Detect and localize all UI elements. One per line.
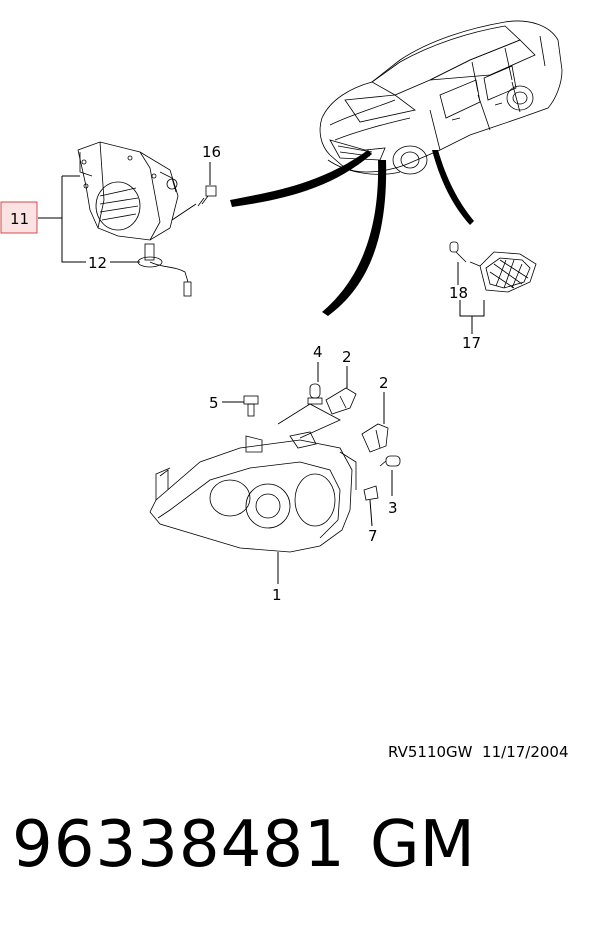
callout-11-highlight	[0, 201, 38, 234]
callout-2b[interactable]: 2	[379, 374, 389, 392]
screw-5-icon	[243, 395, 259, 417]
headlamp-socket-2b-icon	[361, 423, 389, 453]
callout-11[interactable]: 11	[10, 210, 29, 228]
clip-7-icon	[363, 485, 379, 501]
drawing-reference: RV5110GW 11/17/2004	[388, 743, 569, 761]
callout-5[interactable]: 5	[209, 394, 219, 412]
callout-2a[interactable]: 2	[342, 348, 352, 366]
callout-4[interactable]: 4	[313, 343, 323, 361]
callout-18[interactable]: 18	[449, 284, 468, 302]
car-illustration	[319, 20, 563, 175]
repeater-bulb-icon	[449, 241, 467, 263]
callout-12[interactable]: 12	[88, 254, 107, 272]
callout-17[interactable]: 17	[462, 334, 481, 352]
drawing-date: 11/17/2004	[482, 743, 569, 761]
callout-1[interactable]: 1	[272, 586, 282, 604]
fog-bulb	[137, 243, 192, 297]
callout-16[interactable]: 16	[202, 143, 221, 161]
fog-lamp-assembly	[77, 141, 179, 241]
headlamp-socket-2a-icon	[325, 387, 357, 415]
callout-7[interactable]: 7	[368, 527, 378, 545]
part-number: 96338481	[12, 808, 346, 882]
headlamp-bulb-3-icon	[379, 455, 401, 467]
headlamp-bulb-4-icon	[307, 383, 323, 405]
headlamp-assembly	[149, 431, 357, 553]
brand-name: GM	[370, 808, 475, 882]
side-repeater-lamp	[469, 251, 537, 293]
drawing-code: RV5110GW	[388, 743, 473, 761]
callout-3[interactable]: 3	[388, 499, 398, 517]
bolt-16-icon	[197, 185, 217, 207]
car-leader-sweeps	[230, 150, 474, 316]
